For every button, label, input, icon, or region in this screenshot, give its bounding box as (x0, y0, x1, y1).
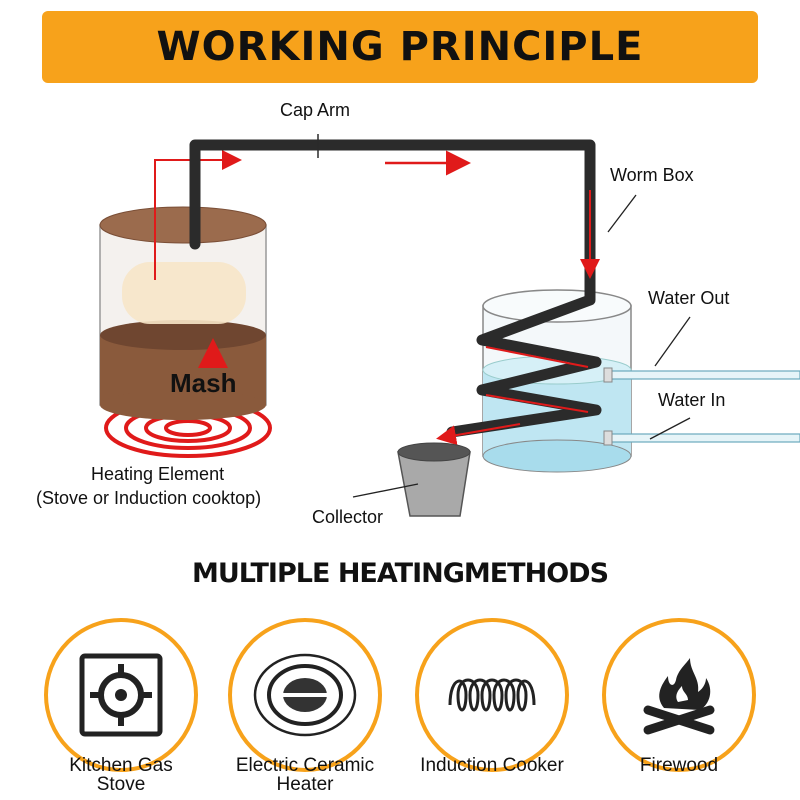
water-in-label: Water In (658, 390, 726, 410)
method-circle (44, 618, 198, 772)
heating-element-label: Heating Element (91, 464, 225, 484)
method-label: Firewood (639, 755, 719, 776)
cap-arm-label: Cap Arm (280, 100, 351, 120)
water-out-label: Water Out (648, 288, 730, 308)
method-label-line2: Stove (96, 774, 146, 795)
induction-coil-icon (448, 678, 536, 712)
method-label: Kitchen Gas (69, 755, 173, 776)
leader-lines (352, 194, 691, 498)
vapor-flow-arrows (154, 150, 471, 368)
method-circle (602, 618, 756, 772)
mash-label: Mash (170, 368, 237, 398)
collector-cup (397, 442, 471, 517)
method-ceramic-heater: Electric Ceramic Heater (220, 618, 390, 794)
collector-label: Collector (312, 507, 384, 527)
method-label: Electric Ceramic (235, 755, 375, 776)
ceramic-heater-icon (253, 653, 357, 737)
method-induction-cooker: Induction Cooker (407, 618, 577, 775)
firewood-icon (643, 658, 715, 735)
gas-stove-icon (79, 653, 163, 737)
methods-title: MULTIPLE HEATINGMETHODS (191, 558, 609, 589)
cap-arm-pipe (189, 134, 602, 446)
method-label-line2: Heater (276, 774, 334, 795)
distillation-diagram (99, 134, 800, 517)
still-pot (99, 206, 267, 420)
method-gas-stove: Kitchen Gas Stove (36, 618, 206, 794)
method-circle (228, 618, 382, 772)
worm-box-label: Worm Box (610, 165, 694, 185)
water-pipes (603, 367, 800, 446)
method-firewood: Firewood (594, 618, 764, 775)
method-circle (415, 618, 569, 772)
page-title: WORKING PRINCIPLE (156, 24, 644, 70)
header-banner: WORKING PRINCIPLE (42, 11, 758, 83)
method-label: Induction Cooker (420, 755, 564, 776)
heating-element-sublabel: (Stove or Induction cooktop) (36, 488, 262, 508)
